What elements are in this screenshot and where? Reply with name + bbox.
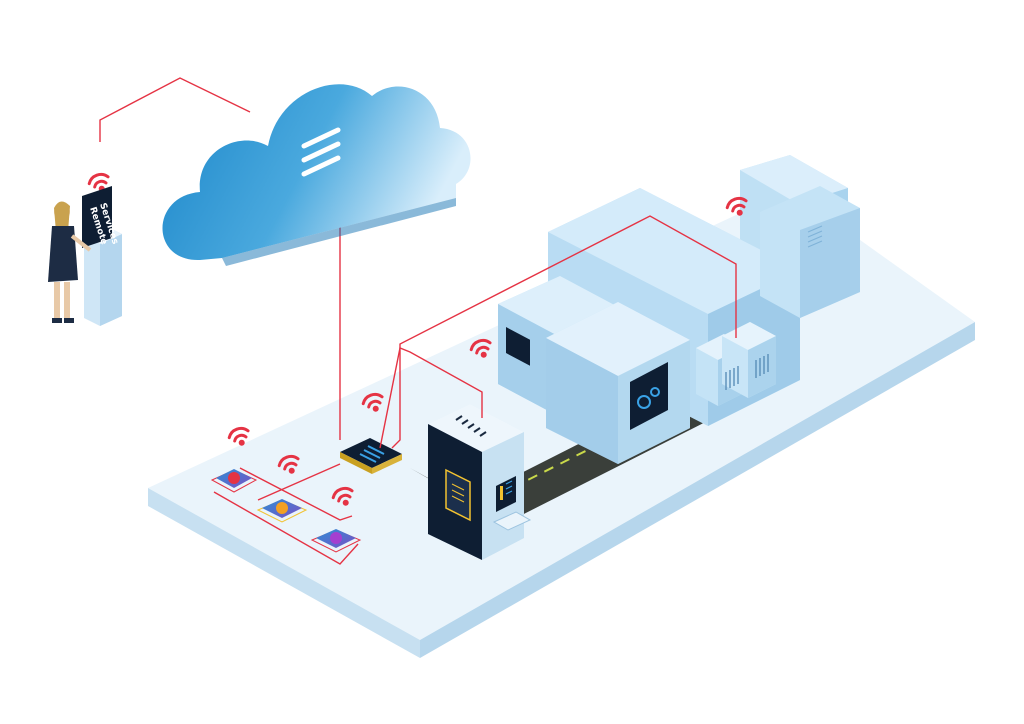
gears-icon bbox=[637, 387, 660, 409]
wifi-icon bbox=[277, 454, 300, 474]
machine-front-block bbox=[498, 276, 690, 464]
hmi-indicator bbox=[500, 486, 503, 500]
wire-gateway-rack bbox=[391, 215, 737, 449]
wifi-icon bbox=[725, 196, 748, 216]
cabinet-vent-icon bbox=[455, 415, 487, 437]
server-stack-icon bbox=[301, 127, 341, 177]
vent-grille bbox=[807, 225, 823, 248]
machine-status-icon bbox=[506, 327, 530, 366]
kiosk-screen bbox=[82, 186, 112, 248]
rack-units bbox=[696, 322, 776, 406]
thumb-up-icon bbox=[276, 502, 288, 514]
sensor-tile-hand bbox=[210, 469, 258, 493]
wifi-icon bbox=[361, 392, 384, 412]
laptop-icon bbox=[492, 511, 532, 531]
wire-kiosk-cloud bbox=[99, 77, 251, 142]
wifi-icon bbox=[227, 426, 250, 446]
sensor-tile-thumb bbox=[256, 499, 308, 523]
operator-person bbox=[48, 201, 92, 323]
hand-icon bbox=[228, 472, 240, 484]
wifi-icon bbox=[331, 486, 354, 506]
wifi-icon bbox=[469, 338, 492, 358]
wire-gateway-cabinet bbox=[379, 347, 483, 449]
cloud bbox=[162, 84, 471, 266]
settings-icon bbox=[330, 532, 342, 544]
machine-back-large bbox=[548, 155, 860, 426]
wire-sensors bbox=[239, 467, 353, 521]
remote-kiosk: Remote Services bbox=[82, 186, 122, 326]
sensor-tile-settings bbox=[310, 529, 362, 553]
machine-panel bbox=[630, 362, 668, 430]
edge-gateway-icon bbox=[359, 445, 385, 463]
control-cabinet bbox=[428, 404, 532, 560]
edge-gateway bbox=[340, 438, 402, 474]
cabinet-display bbox=[445, 468, 471, 522]
